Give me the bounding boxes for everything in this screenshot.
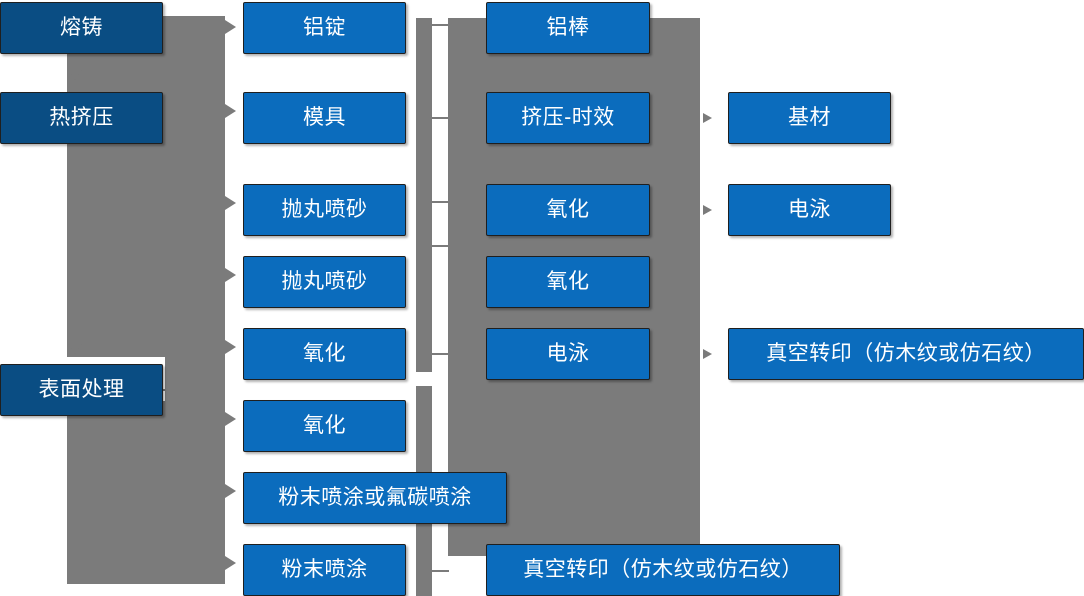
arrow-to-in-7 — [225, 484, 236, 498]
stage-label-surface-treatment: 表面处理 — [38, 378, 125, 402]
arrow-to-in-8 — [225, 556, 236, 570]
input-node-2[interactable]: 模具 — [243, 92, 406, 144]
output-node-3[interactable]: 真空转印（仿木纹或仿石纹） — [728, 328, 1084, 380]
input-node-6[interactable]: 氧化 — [243, 400, 406, 452]
process-label-1: 铝棒 — [546, 16, 590, 40]
arrow-to-out-1 — [703, 113, 712, 123]
arrow-to-out-3 — [703, 349, 712, 359]
input-node-7[interactable]: 粉末喷涂或氟碳喷涂 — [243, 472, 507, 524]
tick-mid-1 — [432, 24, 449, 26]
arrow-to-in-4 — [225, 268, 236, 282]
input-node-3[interactable]: 抛丸喷砂 — [243, 184, 406, 236]
stage-label-hot-extrude: 热挤压 — [49, 106, 114, 130]
stage-label-melt-cast: 熔铸 — [60, 16, 103, 40]
input-node-8[interactable]: 粉末喷涂 — [243, 544, 406, 596]
process-node-5[interactable]: 电泳 — [486, 328, 650, 380]
arrow-to-in-2 — [225, 104, 236, 118]
tick-mid-4 — [432, 245, 449, 247]
connector-mid-rail-notch — [416, 372, 432, 386]
process-label-5: 电泳 — [546, 342, 590, 366]
tick-mid-2 — [432, 117, 449, 119]
arrow-to-out-2 — [703, 205, 712, 215]
process-label-4: 氧化 — [546, 270, 590, 294]
process-node-3[interactable]: 氧化 — [486, 184, 650, 236]
input-label-8: 粉末喷涂 — [281, 558, 368, 582]
arrow-extrude-to-surface — [68, 344, 82, 354]
arrow-to-in-5 — [225, 340, 236, 354]
input-label-1: 铝锭 — [303, 16, 346, 40]
output-label-1: 基材 — [788, 106, 831, 130]
connector-mid-gap — [432, 18, 448, 596]
tick-mid-3 — [432, 201, 449, 203]
input-node-5[interactable]: 氧化 — [243, 328, 406, 380]
output-node-1[interactable]: 基材 — [728, 92, 891, 144]
process-node-2[interactable]: 挤压-时效 — [486, 92, 650, 144]
output-node-2[interactable]: 电泳 — [728, 184, 891, 236]
input-node-1[interactable]: 铝锭 — [243, 2, 406, 54]
connector-left-cut-top — [0, 0, 67, 596]
stage-node-surface-treatment[interactable]: 表面处理 — [0, 364, 163, 416]
output-label-3: 真空转印（仿木纹或仿石纹） — [766, 342, 1046, 366]
arrow-to-in-3 — [225, 196, 236, 210]
input-label-2: 模具 — [303, 106, 346, 130]
input-label-7: 粉末喷涂或氟碳喷涂 — [278, 486, 472, 510]
output-label-2: 电泳 — [788, 198, 831, 222]
process-label-2: 挤压-时效 — [521, 106, 615, 130]
input-node-4[interactable]: 抛丸喷砂 — [243, 256, 406, 308]
input-label-5: 氧化 — [303, 342, 346, 366]
input-label-6: 氧化 — [303, 414, 346, 438]
input-label-3: 抛丸喷砂 — [281, 198, 368, 222]
input-label-4: 抛丸喷砂 — [281, 270, 368, 294]
connector-surface-stem — [162, 389, 188, 391]
arrow-to-in-1 — [225, 20, 236, 34]
process-node-1[interactable]: 铝棒 — [486, 2, 650, 54]
tick-mid-6 — [432, 570, 449, 572]
arrow-to-in-6 — [225, 412, 236, 426]
process-node-4[interactable]: 氧化 — [486, 256, 650, 308]
process-node-6[interactable]: 真空转印（仿木纹或仿石纹） — [486, 544, 840, 596]
stage-node-melt-cast[interactable]: 熔铸 — [0, 2, 163, 54]
process-label-6: 真空转印（仿木纹或仿石纹） — [523, 558, 803, 582]
arrow-melt-to-extrude — [68, 70, 82, 80]
connector-mid-rail — [416, 18, 432, 596]
process-label-3: 氧化 — [546, 198, 590, 222]
tick-mid-5 — [432, 353, 449, 355]
stage-node-hot-extrude[interactable]: 热挤压 — [0, 92, 163, 144]
